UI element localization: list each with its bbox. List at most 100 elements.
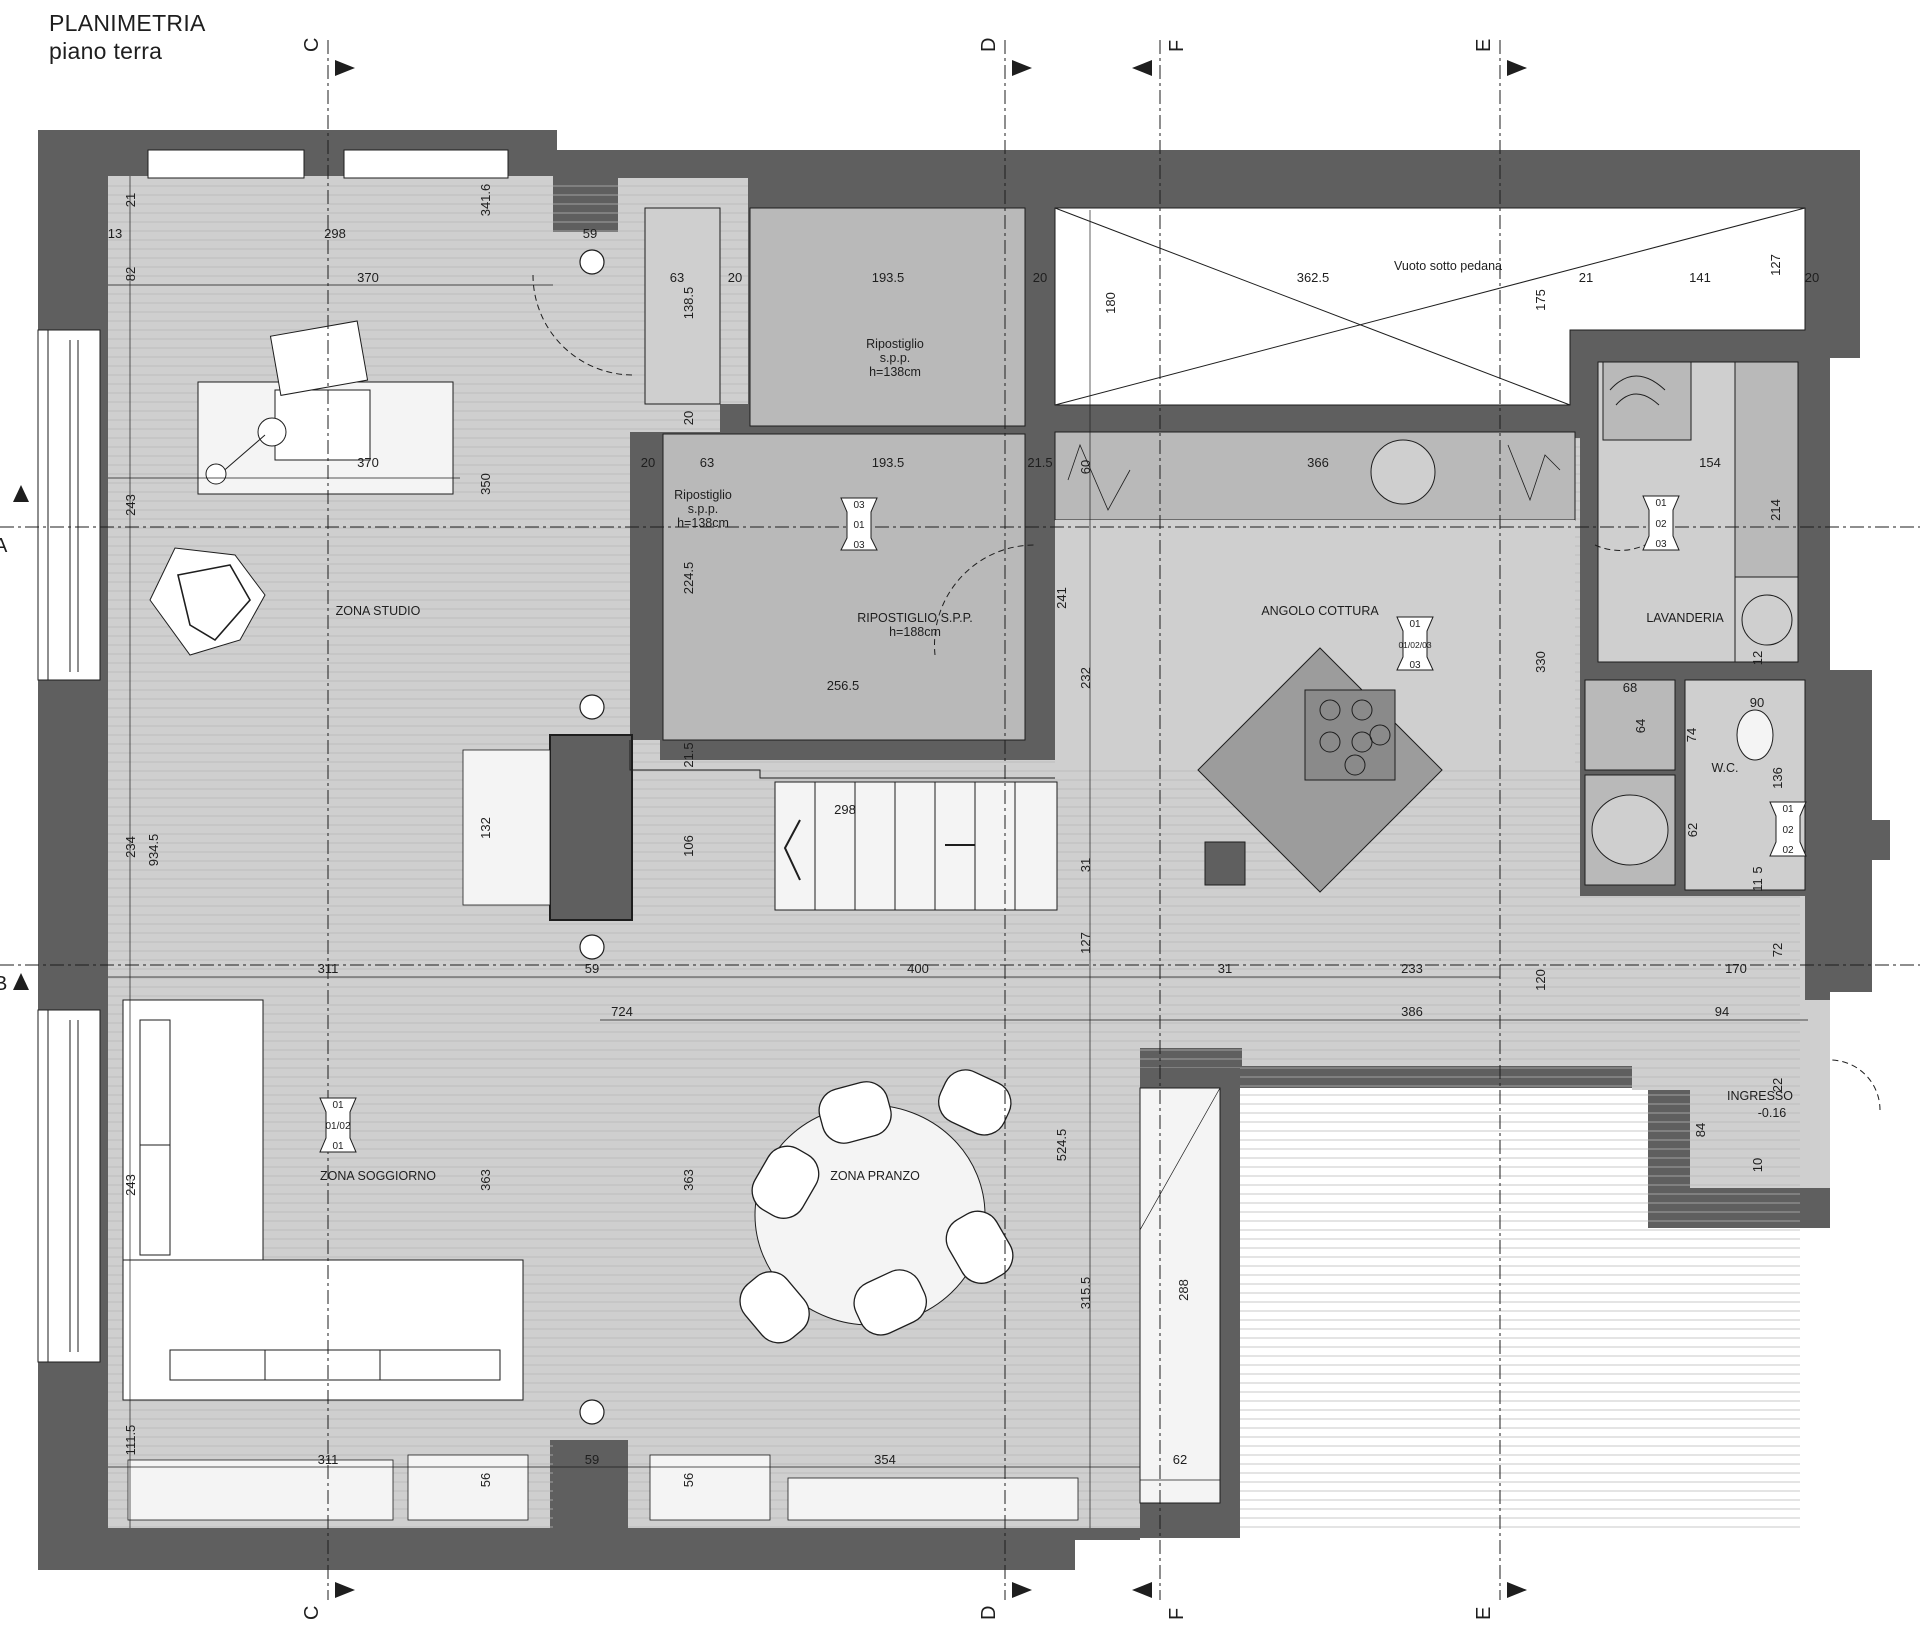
dimension-d32: 224.5 — [681, 562, 696, 595]
room-cottura: ANGOLO COTTURA — [1261, 604, 1379, 618]
dimension-d54: 311 — [318, 961, 339, 976]
svg-text:01: 01 — [853, 520, 865, 531]
room-wc: W.C. — [1711, 761, 1738, 775]
west-windows — [37, 329, 101, 1363]
section-f-bottom: F — [1166, 1608, 1188, 1620]
dining-chairs — [739, 1069, 1014, 1344]
dimension-d02: 13 — [108, 226, 122, 241]
section-f-top: F — [1166, 40, 1188, 52]
dimension-d36: 256.5 — [827, 678, 860, 693]
plan-title: PLANIMETRIA — [49, 10, 206, 36]
dimension-d50: 31 — [1078, 858, 1093, 872]
dimension-d70: 363 — [681, 1169, 696, 1191]
dimension-d17: 141 — [1689, 270, 1711, 285]
section-a: A — [0, 535, 8, 557]
dimension-d12: 20 — [1033, 270, 1047, 285]
washer-icon — [1741, 594, 1793, 646]
dimension-d42: 21.5 — [681, 742, 696, 767]
dimension-d72: 315.5 — [1078, 1277, 1093, 1310]
rip1-l2: s.p.p. — [880, 351, 911, 365]
dimension-d41: 74 — [1684, 728, 1699, 742]
staircase — [774, 781, 1058, 911]
dimension-d30: 214 — [1768, 499, 1783, 521]
svg-text:03: 03 — [853, 540, 865, 551]
svg-text:03: 03 — [1655, 539, 1667, 550]
dimension-d49: 934.5 — [146, 834, 161, 867]
tag-wc: 01 02 02 — [1769, 801, 1807, 857]
dimension-d39: 90 — [1750, 695, 1764, 710]
dimension-d45: 298 — [834, 802, 856, 817]
rip2-l2: s.p.p. — [688, 502, 719, 516]
section-labels: C D F E C D F E A B — [0, 38, 1495, 1620]
dimension-d29: 154 — [1699, 455, 1721, 470]
dimension-d19: 20 — [1805, 270, 1819, 285]
dimension-d56: 400 — [907, 961, 929, 976]
dimension-d16: 21 — [1579, 270, 1593, 285]
service-area — [1580, 358, 1810, 896]
svg-text:02: 02 — [1782, 845, 1794, 856]
svg-text:01: 01 — [332, 1141, 344, 1152]
dimension-d58: 31 — [1218, 961, 1232, 976]
rip2-l3: h=138cm — [677, 516, 729, 530]
plan-subtitle: piano terra — [49, 38, 163, 64]
column-symbols — [579, 249, 605, 1425]
rip1-l3: h=138cm — [869, 365, 921, 379]
south-cabinets — [127, 1454, 1079, 1521]
dimension-d51: 5 — [1750, 866, 1765, 873]
kitchen-island — [1197, 647, 1443, 893]
dimension-d21: 350 — [478, 473, 493, 495]
dimension-d25: 193.5 — [872, 455, 905, 470]
dimension-d80: 62 — [1173, 1452, 1187, 1467]
section-markers — [13, 60, 1527, 1598]
partition-wall — [549, 734, 633, 921]
rip2-l1: Ripostiglio — [674, 488, 732, 502]
dimension-d71: 524.5 — [1054, 1129, 1069, 1162]
dimension-d47: 62 — [1685, 823, 1700, 837]
dimension-d15: 175 — [1533, 289, 1548, 311]
sofa — [122, 999, 524, 1401]
dimension-d77: 59 — [585, 1452, 599, 1467]
dimension-d05: 82 — [123, 267, 138, 281]
room-ingresso: INGRESSO — [1727, 1089, 1793, 1103]
dimension-d34: 330 — [1533, 651, 1548, 673]
svg-text:01: 01 — [1782, 804, 1794, 815]
dimension-lines — [108, 176, 1808, 1528]
dimension-d76: 56 — [478, 1473, 493, 1487]
desk — [197, 320, 454, 495]
dimension-d65: 22 — [1770, 1078, 1785, 1092]
svg-text:03: 03 — [1409, 660, 1421, 671]
room-lavanderia: LAVANDERIA — [1646, 611, 1724, 625]
dimension-d27: 60 — [1078, 460, 1093, 474]
dimension-d74: 111.5 — [123, 1425, 138, 1456]
toilet-icon — [1736, 709, 1774, 761]
kitchen-counter — [1054, 431, 1576, 521]
section-b: B — [0, 973, 7, 995]
svg-text:03: 03 — [853, 500, 865, 511]
section-d-bottom: D — [978, 1606, 1000, 1620]
dimension-d69: 363 — [478, 1169, 493, 1191]
dimension-d64: 94 — [1715, 1004, 1729, 1019]
rip3-l1: RIPOSTIGLIO S.P.P. — [857, 611, 973, 625]
dimension-d66: 84 — [1693, 1123, 1708, 1137]
rip3-l2: h=188cm — [889, 625, 941, 639]
storage-block — [618, 178, 1055, 760]
room-pranzo: ZONA PRANZO — [830, 1169, 920, 1183]
ingresso-floor — [1690, 1070, 1830, 1188]
svg-text:02: 02 — [1782, 825, 1794, 836]
dimension-d28: 366 — [1307, 455, 1329, 470]
dimension-d62: 724 — [611, 1004, 633, 1019]
section-d-top: D — [978, 38, 1000, 52]
level-mark: -0.16 — [1758, 1106, 1787, 1120]
svg-text:01: 01 — [1655, 498, 1667, 509]
dining-table — [739, 1069, 1014, 1344]
sink-icon — [1591, 794, 1669, 866]
dimension-d78: 56 — [681, 1473, 696, 1487]
dimension-d57: 127 — [1078, 932, 1093, 954]
dimension-d31: 243 — [123, 494, 138, 516]
section-c-bottom: C — [301, 1606, 323, 1620]
